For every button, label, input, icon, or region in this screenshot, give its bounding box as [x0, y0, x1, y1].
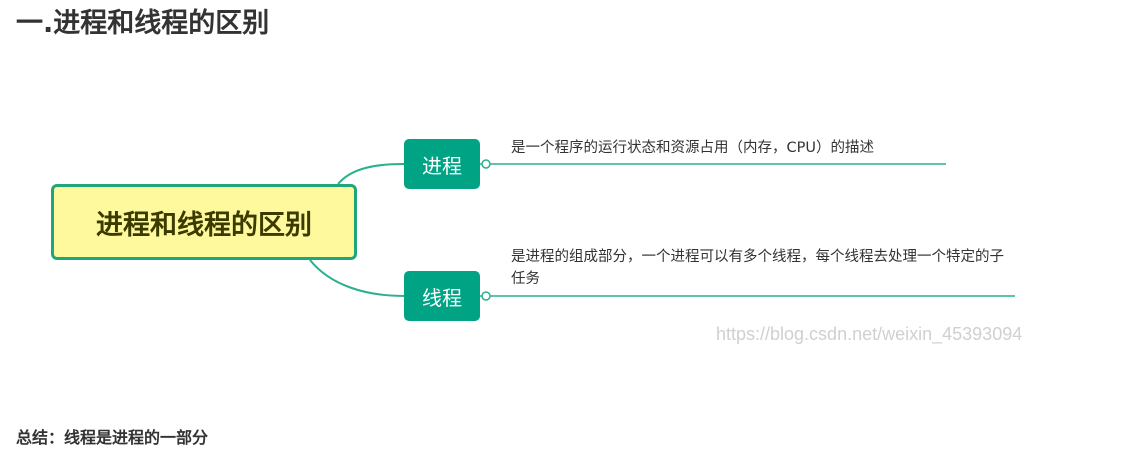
- watermark: https://blog.csdn.net/weixin_45393094: [716, 324, 1023, 344]
- collapse-handle-thread: [481, 291, 491, 301]
- connector-central-to-thread: [309, 259, 405, 297]
- collapse-handle-process: [481, 159, 491, 169]
- leaf-description-process: 是一个程序的运行状态和资源占用（内存，CPU）的描述: [511, 140, 874, 156]
- branch-label-thread: 线程: [422, 285, 462, 310]
- central-topic-label: 进程和线程的区别: [96, 209, 312, 241]
- connector-central-to-process: [337, 163, 405, 185]
- leaf-description-thread: 是进程的组成部分，一个进程可以有多个线程，每个线程去处理一个特定的子任务: [511, 249, 1004, 287]
- section-heading: 一.进程和线程的区别: [16, 8, 270, 39]
- summary-text: 总结：线程是进程的一部分: [16, 428, 209, 447]
- branch-node-process[interactable]: 进程: [404, 139, 480, 189]
- branch-node-thread[interactable]: 线程: [404, 271, 480, 321]
- central-topic[interactable]: 进程和线程的区别: [51, 184, 357, 260]
- branch-label-process: 进程: [422, 153, 462, 178]
